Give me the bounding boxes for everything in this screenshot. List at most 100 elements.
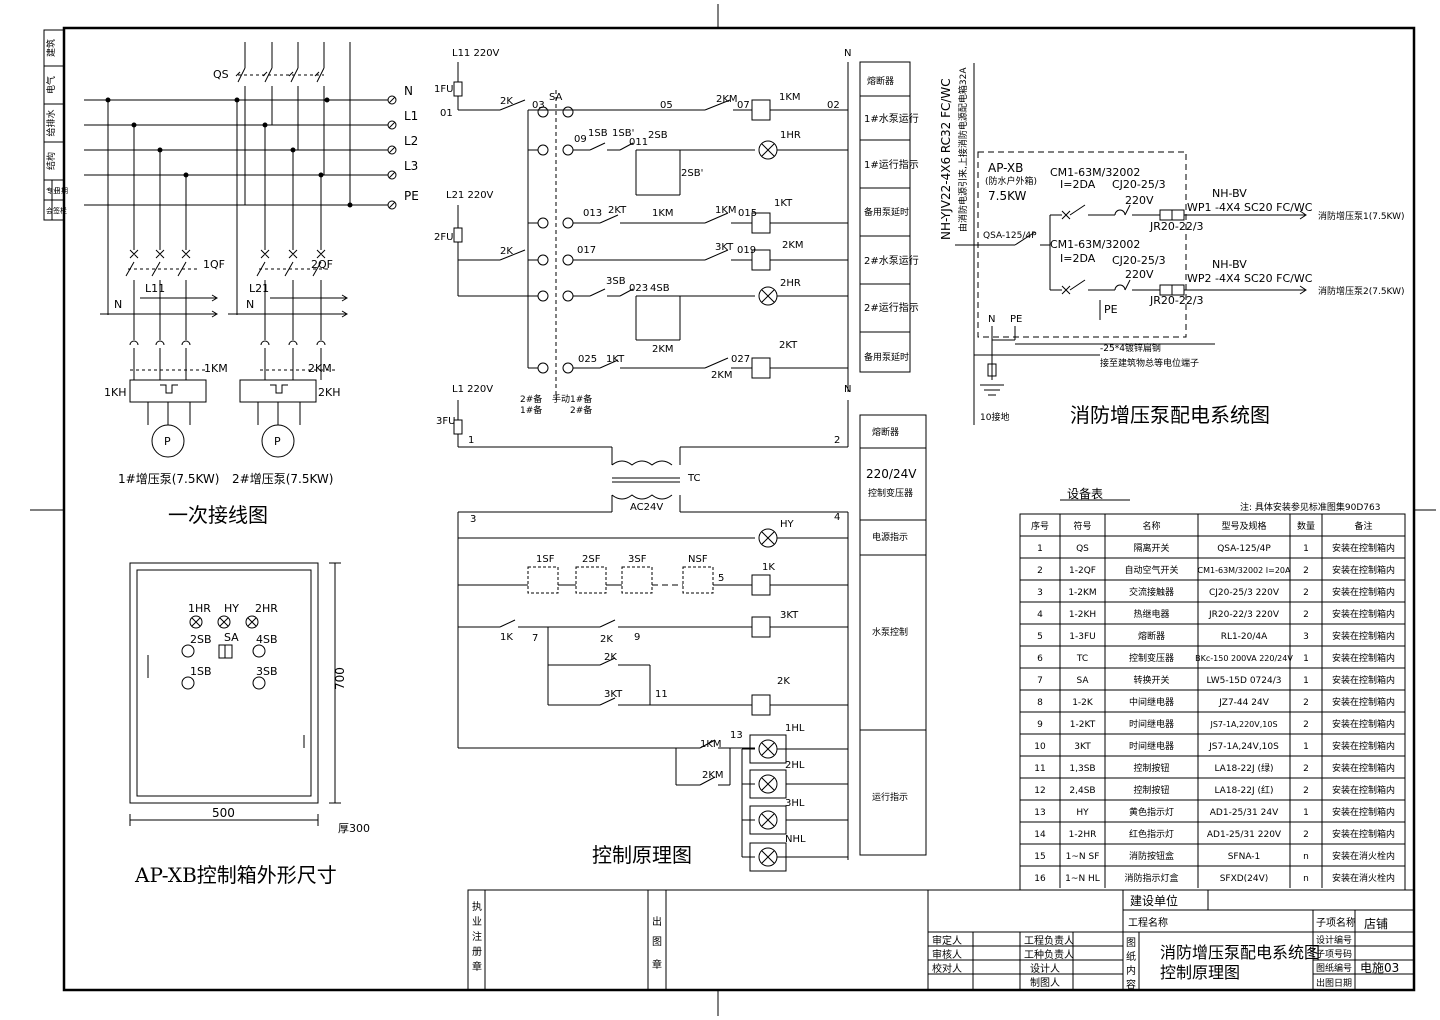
contact-2k-2: 2K bbox=[500, 246, 513, 257]
func1-0: 熔断器 bbox=[867, 75, 894, 87]
sys-i1: I=2DA bbox=[1060, 178, 1096, 191]
node-01: 01 bbox=[440, 108, 453, 119]
node-05: 05 bbox=[660, 100, 673, 111]
sys-load2: 消防增压泵2(7.5KW) bbox=[1318, 285, 1405, 297]
table-cell: 1~N HL bbox=[1065, 874, 1100, 884]
tb-build-unit: 建设单位 bbox=[1130, 893, 1178, 908]
node-9: 9 bbox=[634, 632, 640, 643]
tb-role-l2: 校对人 bbox=[932, 962, 962, 975]
coil-2km: 2KM bbox=[782, 240, 804, 251]
table-header-cell: 数量 bbox=[1297, 520, 1315, 532]
table-cell: 1 bbox=[1303, 544, 1309, 554]
qs-label: QS bbox=[213, 68, 229, 81]
box-btn-4sb: 4SB bbox=[256, 633, 278, 646]
coil-3kt: 3KT bbox=[780, 610, 799, 621]
table-cell: 5 bbox=[1037, 632, 1043, 642]
sa-label-5: 2#备 bbox=[570, 404, 592, 416]
func1-1: 1#水泵运行 bbox=[864, 112, 919, 125]
box-lamp-2hr: 2HR bbox=[255, 602, 278, 615]
func2-3: 电源指示 bbox=[872, 531, 908, 543]
contact-1km-1: 1KM bbox=[652, 208, 674, 219]
side-label: 专业 bbox=[46, 186, 60, 195]
sys-v1: 220V bbox=[1125, 194, 1154, 207]
table-cell: 安装在控制箱内 bbox=[1332, 718, 1395, 730]
table-cell: 8 bbox=[1037, 698, 1043, 708]
sa-label-4: 1#备 bbox=[520, 404, 542, 416]
table-cell: 15 bbox=[1034, 852, 1045, 862]
table-cell: 6 bbox=[1037, 654, 1043, 664]
pump1-label: 1#增压泵(7.5KW) bbox=[118, 472, 219, 486]
table-cell: 10 bbox=[1034, 742, 1046, 752]
func2-4: 水泵控制 bbox=[872, 626, 908, 638]
lamp-2hr: 2HR bbox=[780, 278, 801, 289]
node-02: 02 bbox=[827, 100, 840, 111]
bus-n: N bbox=[404, 84, 413, 98]
sf-3: 3SF bbox=[628, 554, 647, 565]
tb-role-r3: 制图人 bbox=[1030, 976, 1060, 989]
ctl-fu1: 1FU bbox=[434, 84, 453, 95]
coil-1kt: 1KT bbox=[774, 198, 793, 209]
ctl-l21: L21 220V bbox=[446, 190, 494, 201]
table-cell: 1-2KM bbox=[1068, 588, 1096, 598]
ctl-fu2: 2FU bbox=[434, 232, 453, 243]
table-cell: QS bbox=[1076, 544, 1089, 554]
box-height: 700 bbox=[333, 667, 347, 690]
table-cell: 1~N SF bbox=[1066, 852, 1100, 862]
tb-content-1: 图 bbox=[1126, 937, 1136, 949]
sys-n: N bbox=[988, 314, 995, 325]
table-cell: JS7-1A,220V,10S bbox=[1209, 720, 1277, 729]
table-cell: AD1-25/31 220V bbox=[1207, 830, 1282, 840]
table-cell: 2 bbox=[1303, 830, 1309, 840]
ctl-n-top: N bbox=[844, 48, 851, 59]
sys-i2: I=2DA bbox=[1060, 252, 1096, 265]
table-cell: JS7-1A,24V,10S bbox=[1208, 742, 1279, 752]
table-cell: 16 bbox=[1034, 874, 1046, 884]
contact-2k-3: 2K bbox=[600, 634, 613, 645]
table-cell: 控制按钮 bbox=[1133, 784, 1169, 796]
contact-4sb: 4SB bbox=[650, 283, 670, 294]
table-cell: 1-2KH bbox=[1069, 610, 1096, 620]
table-cell: 安装在控制箱内 bbox=[1332, 652, 1395, 664]
kh2-label: 2KH bbox=[318, 386, 340, 399]
contact-2km-2: 2KM bbox=[652, 344, 674, 355]
contact-2km-4: 2KM bbox=[702, 770, 724, 781]
box-depth: 厚300 bbox=[338, 822, 370, 835]
l21-label: L21 bbox=[249, 282, 269, 295]
tb-role-l0: 审定人 bbox=[932, 934, 962, 947]
node-017: 017 bbox=[577, 245, 596, 256]
node-7: 7 bbox=[532, 633, 538, 644]
n2-label: N bbox=[246, 298, 254, 311]
n1-label: N bbox=[114, 298, 122, 311]
coil-2k: 2K bbox=[777, 676, 790, 687]
tb-role-r0: 工程负责人 bbox=[1024, 934, 1074, 947]
sys-jr2: JR20-22/3 bbox=[1149, 294, 1204, 307]
node-027: 027 bbox=[731, 354, 750, 365]
sys-cj2: CJ20-25/3 bbox=[1112, 254, 1166, 267]
table-cell: 隔离开关 bbox=[1133, 542, 1169, 554]
ctl-n-bottom: N bbox=[844, 384, 851, 395]
table-cell: 2 bbox=[1303, 698, 1309, 708]
tb-stamp-1: 出 bbox=[652, 915, 662, 928]
table-cell: LW5-15D 0724/3 bbox=[1207, 676, 1282, 686]
sa-label-2: 手动 bbox=[552, 393, 570, 405]
node-3: 3 bbox=[470, 514, 476, 525]
table-cell: 1 bbox=[1303, 742, 1309, 752]
sa-label-1: 2#备 bbox=[520, 393, 542, 405]
box-width: 500 bbox=[212, 806, 235, 820]
table-cell: 14 bbox=[1034, 830, 1046, 840]
node-13: 13 bbox=[730, 730, 743, 741]
sys-v2: 220V bbox=[1125, 268, 1154, 281]
sys-incoming-note: 由消防电源引来,上接消防电源配电箱32A bbox=[957, 67, 969, 232]
sys-ground-note2: 接至建筑物总等电位端子 bbox=[1100, 357, 1199, 369]
sys-cm2: CM1-63M/32002 bbox=[1050, 238, 1140, 251]
table-cell: 2,4SB bbox=[1069, 786, 1095, 796]
contact-1km-2: 1KM bbox=[715, 205, 737, 216]
contact-2kt: 2KT bbox=[608, 205, 627, 216]
table-cell: JR20-22/3 220V bbox=[1208, 610, 1280, 620]
sys-nh2: NH-BV bbox=[1212, 258, 1247, 271]
node-1: 1 bbox=[468, 435, 474, 446]
tb-role-r2: 设计人 bbox=[1030, 962, 1060, 975]
table-cell: 13 bbox=[1034, 808, 1045, 818]
